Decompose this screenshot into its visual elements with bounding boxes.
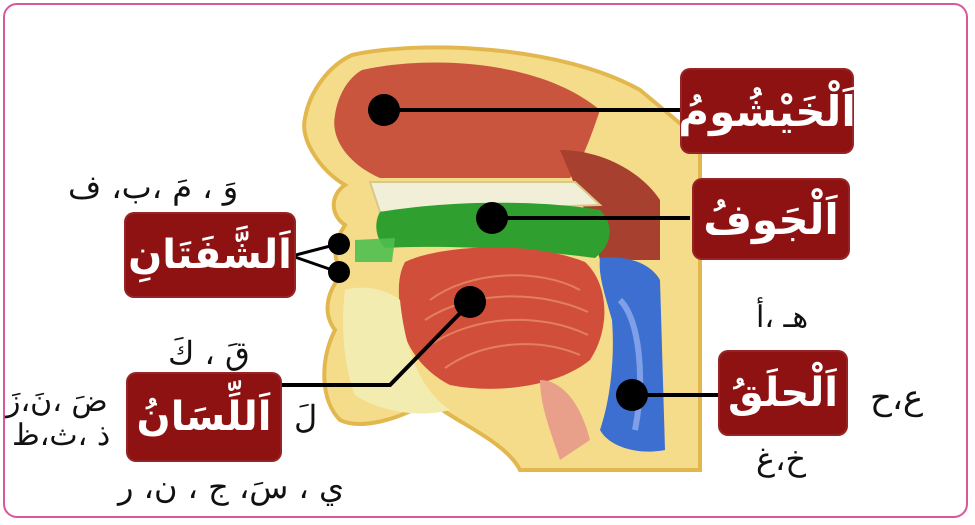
- letters-tongue-left-2: ذ ،ث،ظ: [12, 418, 110, 453]
- label-nasal-cavity: اَلْخَيْشُومُ: [680, 68, 854, 154]
- label-oral-cavity: اَلْجَوفُ: [692, 178, 850, 260]
- letters-throat-top: هـ ،أ: [756, 300, 808, 335]
- pointer-dot-oral: [476, 202, 508, 234]
- pointer-line-tongue: [278, 303, 470, 385]
- letters-throat-bottom: خ،غ: [756, 440, 806, 478]
- pointer-dot-tongue: [454, 286, 486, 318]
- letters-tongue-lam: لَ: [294, 398, 317, 436]
- pointer-dot-nasal: [368, 94, 400, 126]
- pointer-dot-lips-upper: [328, 233, 350, 255]
- letters-tongue-bottom: ي ، سَ، ج ، ن، ر: [118, 468, 344, 506]
- label-tongue: اَللِّسَانُ: [126, 372, 282, 462]
- label-lips: اَلشَّفَتَانِ: [124, 212, 296, 298]
- letters-throat-side: ع،ح: [870, 378, 923, 418]
- pointer-dot-throat: [616, 379, 648, 411]
- letters-tongue-top: قَ ، كَ: [168, 334, 250, 372]
- pointer-dot-lips-lower: [328, 261, 350, 283]
- label-throat: اَلْحلَقُ: [718, 350, 848, 436]
- letters-lips: وَ ، مَ ،ب، ف: [68, 168, 238, 206]
- letters-tongue-left-1: ضَ ،نَ،زَ: [6, 384, 108, 419]
